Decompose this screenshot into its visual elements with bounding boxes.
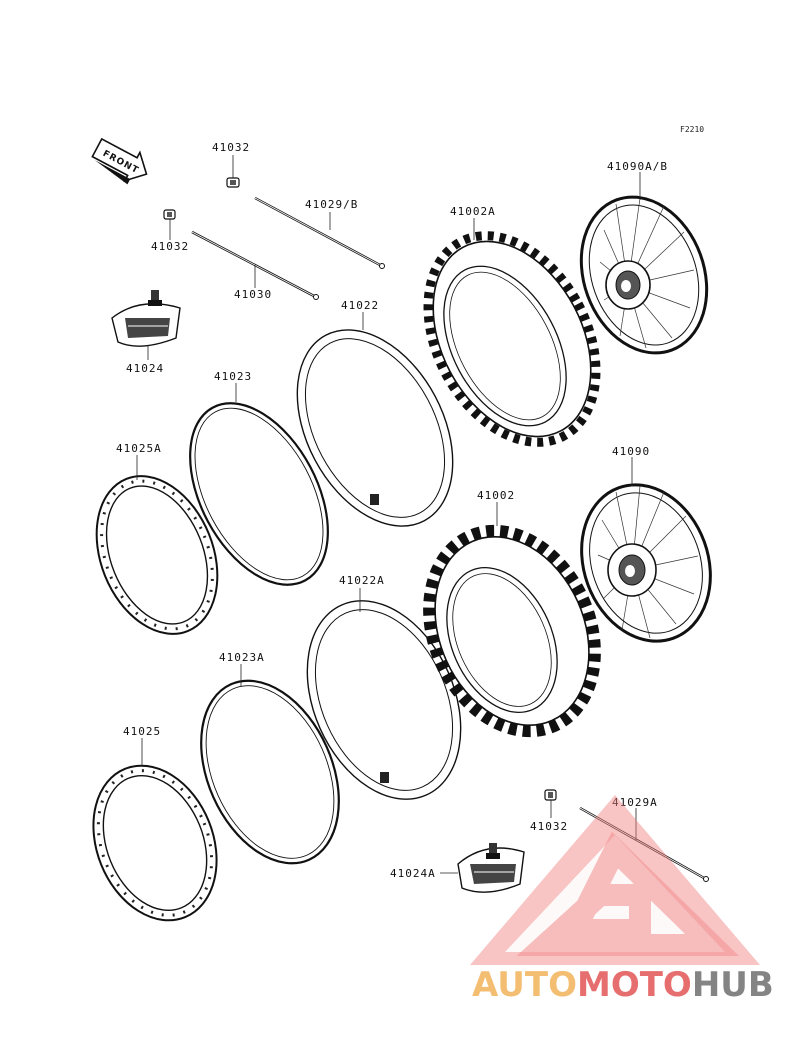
part-label-41032-left: 41032 [151,240,189,253]
part-label-41025a: 41025A [116,442,162,455]
part-label-41090ab: 41090A/B [607,160,668,173]
spoke-41029b: 41029/B [254,196,385,269]
tire-41002a: 41002A [423,205,601,447]
nut-41032-left: 41032 [151,209,189,253]
rim-41025a: 41025A [95,442,219,635]
nut-41032-bottom: 41032 [530,789,568,833]
wheel-41090: 41090 [580,445,712,643]
spoke-41029a: 41029A [579,796,709,882]
part-label-41090: 41090 [612,445,650,458]
tube-41022: 41022 [296,299,454,527]
front-arrow: FRONT [91,137,148,185]
part-label-41025: 41025 [123,725,161,738]
part-label-41029b: 41029/B [305,198,358,211]
tire-41002: 41002 [423,489,601,738]
spoke-41030: 41030 [191,230,319,301]
part-label-41032-bottom: 41032 [530,820,568,833]
watermark-logo: AUTOMOTOHUB [470,795,774,1005]
part-label-41022: 41022 [341,299,379,312]
part-label-41030: 41030 [234,288,272,301]
part-label-41024a: 41024A [390,867,436,880]
part-label-41023: 41023 [214,370,252,383]
nut-41032-top: 41032 [212,141,250,188]
part-label-41024: 41024 [126,362,164,375]
watermark-triangle-icon [470,795,760,965]
watermark-hub: HUB [692,965,774,1005]
part-label-41022a: 41022A [339,574,385,587]
diagram-code: F2210 [680,125,704,134]
rim-band-41024: 41024 [111,290,181,375]
part-label-41002: 41002 [477,489,515,502]
watermark-moto: MOTO [577,965,692,1005]
watermark-auto: AUTO [472,965,577,1005]
tube-41022a: 41022A [306,574,462,800]
part-label-41002a: 41002A [450,205,496,218]
part-label-41032-top: 41032 [212,141,250,154]
part-label-41023a: 41023A [219,651,265,664]
rim-tape-41023: 41023 [189,370,329,586]
wheel-41090ab: 41090A/B [579,160,709,355]
rim-band-41024a: 41024A [390,843,525,893]
rim-41025: 41025 [92,725,218,922]
part-label-41029a: 41029A [612,796,658,809]
svg-text:AUTOMOTOHUB: AUTOMOTOHUB [472,965,774,1005]
rim-tape-41023a: 41023A [200,651,340,865]
